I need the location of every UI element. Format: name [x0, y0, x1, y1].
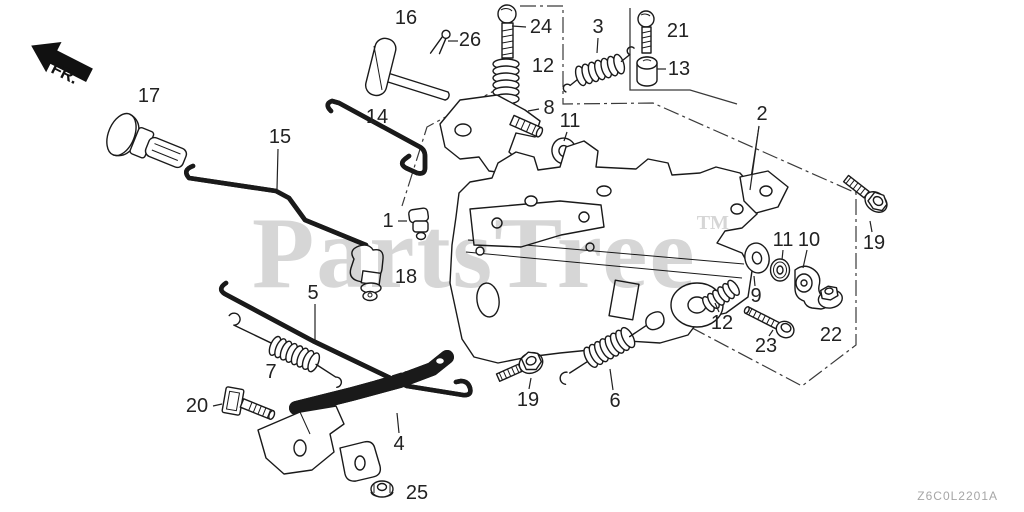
- part-label-5: 5: [307, 282, 318, 304]
- part-9-washer-drawing: [744, 242, 770, 274]
- part-12-spring-right-drawing: [702, 279, 740, 313]
- part-label-8: 8: [543, 97, 554, 119]
- part-label-22: 22: [820, 324, 842, 346]
- part-17-knob-drawing: [106, 112, 188, 169]
- part-7-spring-drawing: [228, 312, 343, 388]
- leader-line-15: [276, 148, 279, 190]
- part-14-rod-drawing: [328, 98, 428, 173]
- part-2-main-bracket-drawing: [449, 140, 789, 364]
- part-label-12a: 12: [532, 55, 554, 77]
- leader-line-11a: [563, 131, 568, 142]
- part-label-1: 1: [382, 210, 393, 232]
- part-5-rod-drawing: [221, 280, 470, 395]
- fr-direction-indicator: FR.: [31, 42, 93, 88]
- part-label-23: 23: [755, 335, 777, 357]
- part-19-bolt-bottom-drawing: [495, 351, 544, 382]
- part-13-cap-drawing: [636, 56, 658, 87]
- part-label-2: 2: [756, 103, 767, 125]
- leader-line-19r: [869, 220, 873, 233]
- leader-line-2: [749, 125, 760, 191]
- part-3-spring-drawing: [562, 46, 635, 93]
- leader-line-19b: [528, 377, 532, 390]
- part-label-4: 4: [393, 433, 404, 455]
- leader-line-3: [596, 37, 599, 54]
- part-16-lever-rod-drawing: [364, 37, 450, 101]
- part-8-bracket-drawing: [439, 94, 544, 175]
- part-label-13: 13: [668, 58, 690, 80]
- part-4-lever-drawing: [257, 350, 454, 498]
- part-label-15: 15: [269, 126, 291, 148]
- fr-arrow-icon: [31, 42, 93, 82]
- part-label-12b: 12: [711, 312, 733, 334]
- part-22-nut-drawing: [817, 285, 843, 309]
- part-label-20: 20: [186, 395, 208, 417]
- part-label-9: 9: [750, 285, 761, 307]
- part-11-washer-right-drawing: [769, 258, 791, 282]
- part-label-3: 3: [592, 16, 603, 38]
- part-6-spring-drawing: [559, 311, 665, 385]
- part-label-11b: 11: [773, 229, 794, 251]
- part-label-6: 6: [609, 390, 620, 412]
- part-label-14: 14: [366, 106, 388, 128]
- diagram-code: Z6C0L2201A: [917, 489, 998, 503]
- part-label-16: 16: [395, 7, 417, 29]
- leader-line-24: [511, 25, 527, 28]
- leader-line-4: [396, 412, 400, 434]
- callout-layer: 16 26 24 12 3 21 13 8 11 2 17 15 14 1 18 5 7 20 4 25 19 6 12 9 1…: [138, 7, 885, 504]
- part-23-bolt-drawing: [743, 306, 795, 339]
- leader-line-11b: [781, 249, 784, 261]
- part-label-18: 18: [395, 266, 417, 288]
- part-label-19r: 19: [863, 232, 885, 254]
- part-label-17: 17: [138, 85, 160, 107]
- part-21-bolt-drawing: [637, 10, 655, 54]
- part-label-7: 7: [265, 361, 276, 383]
- leader-line-12b: [714, 302, 720, 313]
- part-label-25: 25: [406, 482, 428, 504]
- leader-line-8: [527, 108, 540, 112]
- part-15-rod-drawing: [186, 163, 369, 265]
- part-label-21: 21: [667, 20, 689, 42]
- part-label-10: 10: [798, 229, 820, 251]
- leader-line-23: [768, 329, 774, 337]
- part-label-24: 24: [530, 16, 552, 38]
- leader-line-9: [753, 275, 756, 287]
- part-label-26: 26: [459, 29, 481, 51]
- leader-line-6: [609, 368, 614, 391]
- part-label-19b: 19: [517, 389, 539, 411]
- part-18-pivot-drawing: [349, 244, 384, 302]
- leader-line-20: [212, 403, 223, 407]
- part-26-cotter-pin-drawing: [429, 29, 451, 55]
- leader-line-10: [802, 249, 808, 269]
- part-24-bolt-drawing: [497, 4, 517, 59]
- part-20-bolt-plate-drawing: [221, 386, 276, 420]
- part-19-bolt-right-drawing: [842, 174, 888, 213]
- part-1-clamp-drawing: [408, 207, 430, 241]
- part-label-11a: 11: [560, 110, 581, 132]
